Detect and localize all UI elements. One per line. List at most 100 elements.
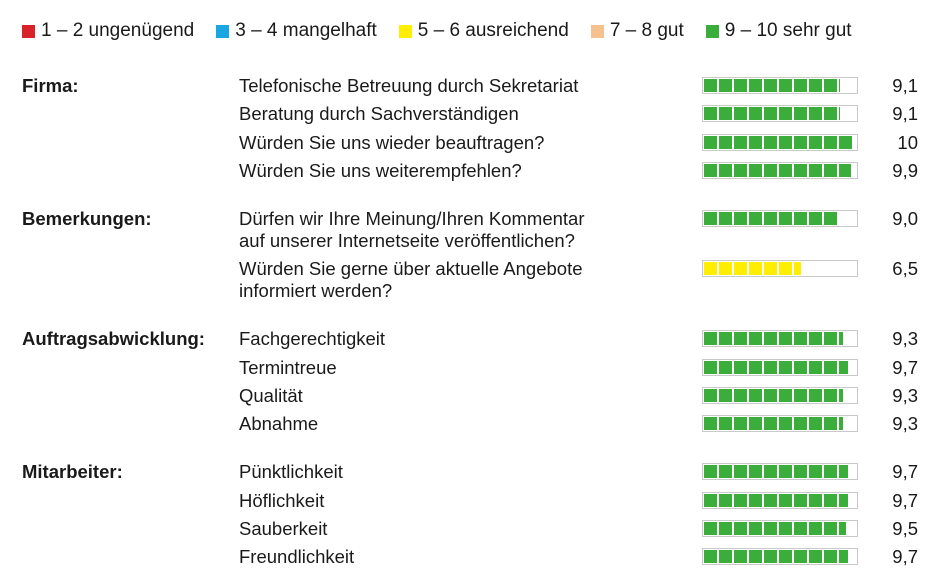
bar-segment: [779, 262, 792, 276]
bar-segment: [779, 135, 792, 149]
legend-swatch: [590, 24, 604, 38]
bar-segment: [734, 262, 747, 276]
bar-segment: [764, 360, 777, 374]
bar-segment: [779, 388, 792, 402]
bar-segment: [749, 360, 762, 374]
row-label-line: Telefonische Betreuung durch Sekretariat: [239, 75, 579, 96]
row-value: 9,3: [892, 384, 918, 406]
section-label: Firma:: [22, 75, 79, 96]
bar-track: [702, 77, 858, 94]
bar-segment: [794, 417, 807, 431]
row-label: Freundlichkeit: [239, 546, 354, 568]
section-label: Bemerkungen:: [22, 208, 152, 230]
bar-segment: [764, 550, 777, 564]
bar-segment: [839, 388, 843, 402]
bar-segment: [824, 79, 837, 92]
row-value: 9,7: [892, 546, 918, 568]
bar-segment: [719, 388, 732, 402]
bar-segment: [794, 262, 801, 276]
legend-swatch: [705, 24, 719, 38]
bar-segment: [824, 135, 837, 149]
bar-segment: [764, 522, 777, 535]
bar-segment: [809, 107, 822, 121]
bar-segment: [824, 550, 837, 564]
bar-track: [702, 358, 858, 376]
bar-track: [702, 491, 858, 509]
row-label: Höflichkeit: [239, 490, 324, 512]
bar-segment: [794, 550, 807, 564]
bar-segment: [719, 107, 732, 121]
bar-segment: [779, 107, 792, 121]
bar-segment: [779, 79, 792, 92]
bar-segment: [779, 332, 792, 346]
legend-item: 7 – 8 gut: [590, 20, 684, 42]
bar-segment: [809, 388, 822, 402]
bar-segment: [704, 79, 717, 92]
bar-segment: [779, 522, 792, 535]
bar-segment: [719, 212, 732, 226]
bar-segment: [794, 332, 807, 346]
bar-segment: [839, 135, 852, 149]
bar-segment: [734, 163, 747, 177]
row-label: Abnahme: [239, 413, 318, 435]
bar-segment: [764, 212, 777, 226]
bar-segment: [794, 493, 807, 507]
bar-segment: [824, 522, 837, 535]
bar-segment: [749, 465, 762, 479]
bar-segment: [749, 493, 762, 507]
bar-segment: [764, 79, 777, 92]
bar-segment: [704, 135, 717, 149]
bar-segment: [794, 107, 807, 121]
section-label: Auftragsabwicklung:: [22, 328, 205, 350]
bar-segment: [809, 522, 822, 535]
bar-track: [702, 133, 858, 151]
bar-segment: [764, 493, 777, 507]
bar-segment: [764, 262, 777, 276]
bar-segment: [704, 262, 717, 276]
bar-segment: [719, 163, 732, 177]
bar-segment: [704, 163, 717, 177]
bar-segment: [839, 465, 848, 479]
row-value: 9,5: [892, 518, 918, 539]
row-label-line: Abnahme: [239, 413, 319, 435]
row-label: Beratung durch Sachverständigen: [239, 103, 519, 125]
row-value: 9,7: [892, 461, 918, 483]
row-label: Qualität: [239, 385, 303, 407]
bar-segment: [719, 417, 732, 431]
bar-segment: [809, 79, 822, 92]
bar-segment: [704, 107, 717, 121]
row-value: 9,0: [892, 208, 918, 230]
row-label: Fachgerechtigkeit: [239, 328, 385, 350]
bar-segment: [794, 360, 807, 374]
bar-segment: [779, 212, 792, 226]
row-label-line: Würden Sie gerne über aktuelle Angebote: [239, 258, 583, 280]
bar-segment: [839, 163, 851, 177]
bar-segment: [809, 163, 822, 177]
bar-segment: [749, 79, 762, 92]
row-value: 9,3: [892, 413, 918, 435]
row-label-line: Beratung durch Sachverständigen: [239, 103, 519, 125]
bar-segment: [779, 465, 792, 479]
bar-segment: [824, 107, 837, 121]
legend-item: 1 – 2 ungenügend: [22, 20, 194, 42]
bar-segment: [749, 107, 762, 121]
bar-segment: [734, 135, 747, 149]
bar-segment: [809, 417, 822, 431]
bar-segment: [779, 360, 792, 374]
row-label: Würden Sie uns wieder beauftragen?: [239, 132, 544, 154]
row-label-line: Würden Sie uns wieder beauftragen?: [239, 131, 545, 153]
bar-segment: [749, 262, 762, 276]
bar-segment: [824, 417, 837, 431]
bar-segment: [704, 212, 717, 226]
legend-swatch: [22, 24, 35, 38]
bar-segment: [734, 360, 747, 374]
row-value: 6,5: [892, 258, 918, 280]
bar-track: [702, 260, 858, 278]
bar-segment: [839, 417, 843, 431]
bar-segment: [764, 417, 777, 431]
bar-track: [702, 463, 858, 481]
bar-segment: [764, 465, 777, 479]
bar-segment: [809, 135, 822, 149]
